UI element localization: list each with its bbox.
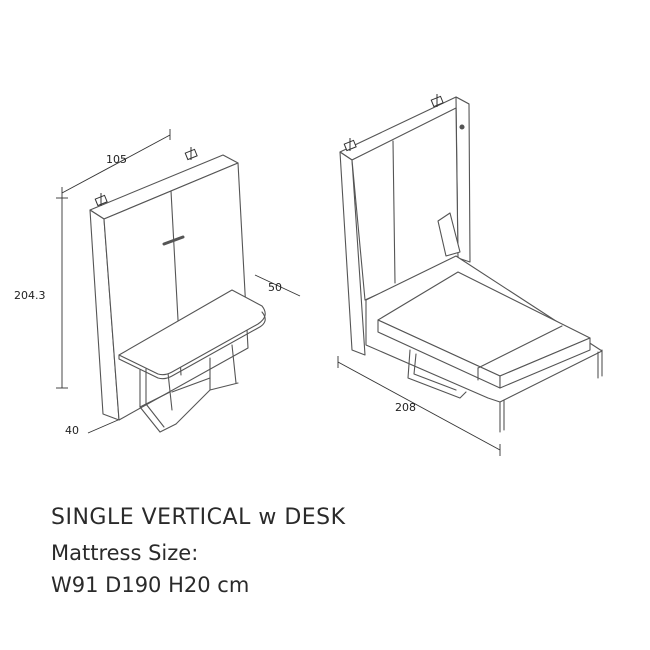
- dimension-depth-label: 40: [65, 424, 79, 437]
- desk-top: [118, 289, 266, 376]
- mattress-size-value: W91 D190 H20 cm: [51, 573, 250, 597]
- bed-legs: [407, 349, 603, 433]
- wall-brackets-right: [343, 94, 444, 152]
- product-title: SINGLE VERTICAL w DESK: [51, 505, 346, 530]
- technical-drawing: 105 204.3 40 50 208: [14, 94, 603, 456]
- desk-edge: [118, 311, 266, 380]
- desk-unit-dimensions: [56, 129, 301, 434]
- bed-cabinet-left-panel: [339, 151, 366, 356]
- desk-unit-drawing: [89, 154, 266, 433]
- dimension-height-label: 204.3: [14, 289, 46, 302]
- dimension-desk-depth-label: 50: [268, 281, 282, 294]
- bed-unit-dimensions: [337, 356, 501, 456]
- lift-mechanism: [437, 212, 461, 257]
- mattress-end: [499, 337, 591, 389]
- desk-frame: [139, 344, 239, 433]
- dimension-width-label: 105: [106, 153, 127, 166]
- bed-unit-drawing: [339, 96, 603, 433]
- mattress-size-label: Mattress Size:: [51, 541, 199, 565]
- dimension-bed-length-label: 208: [395, 401, 416, 414]
- wall-brackets-left: [94, 147, 198, 207]
- door-handle: [162, 235, 185, 246]
